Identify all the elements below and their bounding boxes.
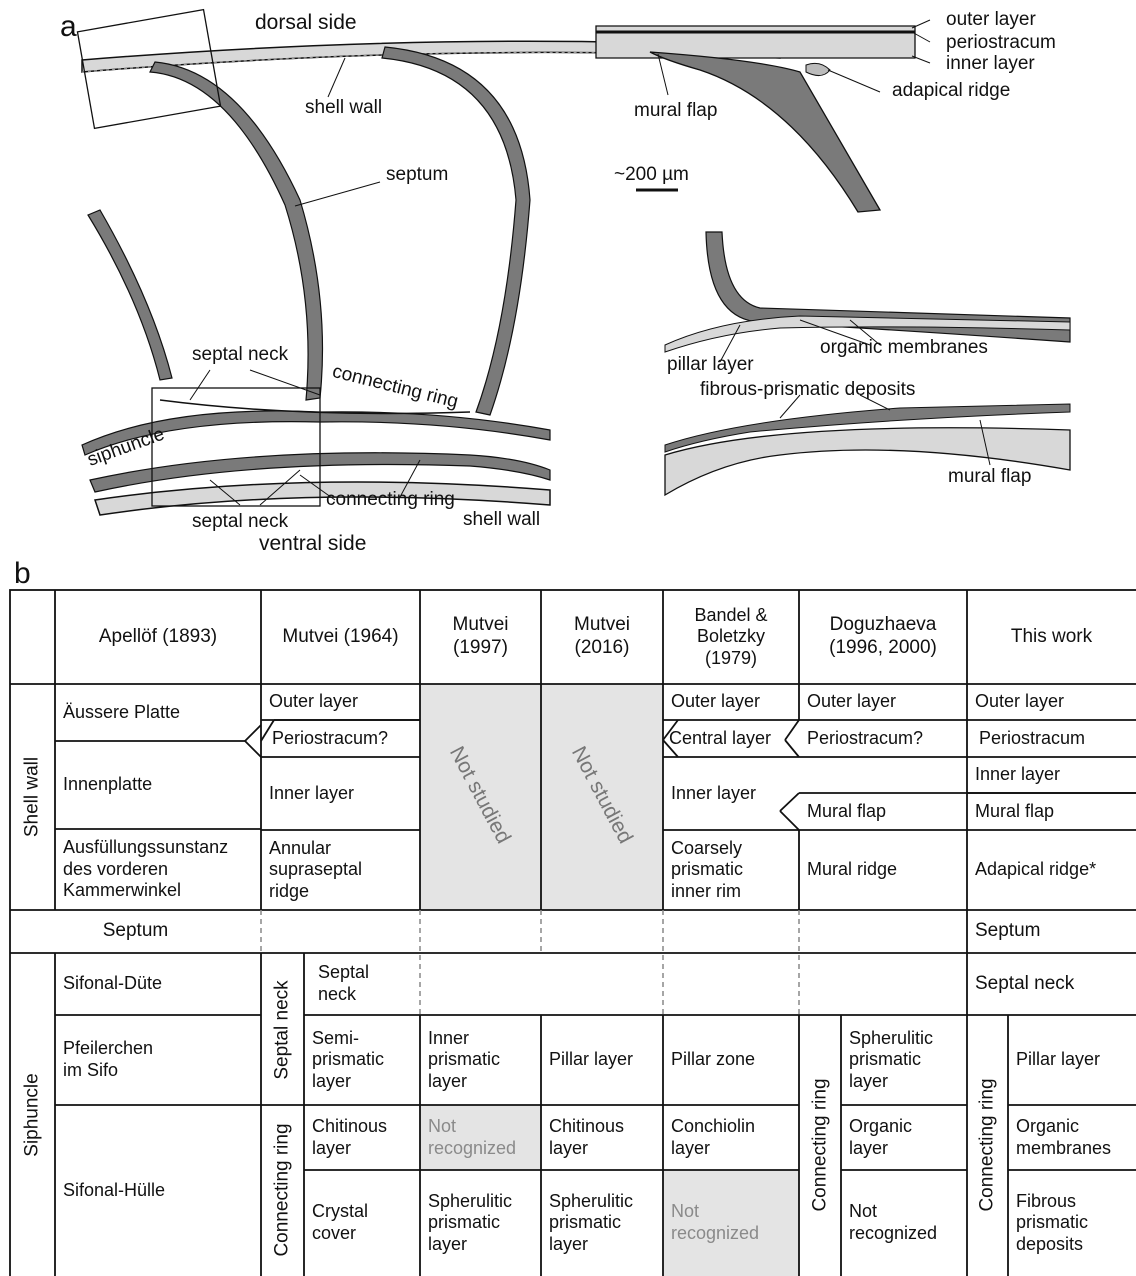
label-septal-neck-lower: septal neck xyxy=(192,512,288,531)
detail-adapical-ridge xyxy=(806,63,830,75)
cell-bb-pillar: Pillar zone xyxy=(663,1015,799,1105)
cell-tw-mural: Mural flap xyxy=(967,793,1136,830)
detail-septum xyxy=(650,52,880,212)
cell-ap-pfeil: Pfeilerchen im Sifo xyxy=(55,1015,261,1105)
cell-bb-inner: Inner layer xyxy=(663,757,783,830)
label-connecting-ring-lower: connecting ring xyxy=(326,490,455,509)
cell-bb-outer: Outer layer xyxy=(663,684,799,720)
cell-dg-outer: Outer layer xyxy=(799,684,967,720)
cell-ap-aussere: Äussere Platte xyxy=(55,684,245,741)
cell-dg-ridge: Mural ridge xyxy=(799,830,967,910)
label-inner-layer: inner layer xyxy=(946,54,1035,73)
label-septum: septum xyxy=(386,165,448,184)
cell-tw-pillar: Pillar layer xyxy=(1008,1015,1136,1105)
cell-m64-inner: Inner layer xyxy=(261,757,420,830)
cell-bb-notrec: Not recognized xyxy=(663,1170,799,1276)
cell-dg-mural: Mural flap xyxy=(799,793,967,830)
label-shell-wall-top: shell wall xyxy=(305,98,382,117)
label-ventral-side: ventral side xyxy=(259,533,366,554)
label-mural-flap-bottom: mural flap xyxy=(948,467,1031,486)
cell-dg-perio: Periostracum? xyxy=(799,720,967,757)
septum-right xyxy=(382,47,530,415)
cell-m64-semi: Semi- prismatic layer xyxy=(304,1015,420,1105)
cell-m64-perio: Periostracum? xyxy=(262,720,420,757)
label-shell-wall-bottom: shell wall xyxy=(463,510,540,529)
label-mural-flap-top: mural flap xyxy=(634,101,717,120)
cell-tw-septum: Septum xyxy=(967,910,1136,953)
label-periostracum: periostracum xyxy=(946,33,1056,52)
group-connecting-ring-tw: Connecting ring xyxy=(978,1078,997,1211)
group-connecting-ring-dg: Connecting ring xyxy=(811,1078,830,1211)
cell-ap-sifhulle: Sifonal-Hülle xyxy=(55,1105,261,1276)
group-shell-wall: Shell wall xyxy=(23,757,42,837)
group-siphuncle: Siphuncle xyxy=(23,1073,42,1156)
cell-m97-inner: Inner prismatic layer xyxy=(420,1015,541,1105)
cell-tw-perio: Periostracum xyxy=(967,720,1136,757)
label-dorsal-side: dorsal side xyxy=(255,12,357,33)
cell-bb-conch: Conchiolin layer xyxy=(663,1105,799,1170)
cell-dg-org: Organic layer xyxy=(841,1105,967,1170)
header-mutvei-1997: Mutvei (1997) xyxy=(420,590,541,684)
panel-letter-a: a xyxy=(60,12,77,42)
cell-ap-ausf: Ausfüllungssunstanz des vorderen Kammerw… xyxy=(55,829,261,910)
septum-left xyxy=(88,210,172,380)
cell-bb-central: Central layer xyxy=(663,720,799,757)
header-bandel-boletzky: Bandel & Boletzky (1979) xyxy=(663,590,799,684)
cell-m64-chitin: Chitinous layer xyxy=(304,1105,420,1170)
label-adapical-ridge: adapical ridge xyxy=(892,81,1010,100)
cell-m64-annular: Annular supraseptal ridge xyxy=(261,830,420,910)
cell-ap-sifdute: Sifonal-Düte xyxy=(55,953,261,1015)
cell-tw-septal-neck: Septal neck xyxy=(967,953,1136,1015)
label-septal-neck-upper: septal neck xyxy=(192,345,288,364)
group-septal-neck-m64: Septal neck xyxy=(273,980,292,1079)
cell-tw-fib: Fibrous prismatic deposits xyxy=(1008,1170,1136,1276)
cell-m16-pillar: Pillar layer xyxy=(541,1015,663,1105)
cell-m97-spher: Spherulitic prismatic layer xyxy=(420,1170,541,1276)
header-mutvei-1964: Mutvei (1964) xyxy=(261,590,420,684)
label-organic-membranes: organic membranes xyxy=(820,338,988,357)
label-pillar-layer: pillar layer xyxy=(667,355,754,374)
cell-ap-innen: Innenplatte xyxy=(55,741,261,829)
panel-b: b xyxy=(0,565,1136,1276)
cell-m97-notrec: Not recognized xyxy=(420,1105,541,1170)
group-septum: Septum xyxy=(10,910,261,953)
cell-m16-spher: Spherulitic prismatic layer xyxy=(541,1170,663,1276)
label-outer-layer: outer layer xyxy=(946,10,1036,29)
cell-bb-coarse: Coarsely prismatic inner rim xyxy=(663,830,799,910)
header-this-work: This work xyxy=(967,590,1136,684)
cell-tw-inner: Inner layer xyxy=(967,757,1136,793)
header-apellof: Apellöf (1893) xyxy=(55,590,261,684)
cell-m16-chitin: Chitinous layer xyxy=(541,1105,663,1170)
cell-dg-spher: Spherulitic prismatic layer xyxy=(841,1015,967,1105)
cell-m64-crystal: Crystal cover xyxy=(304,1170,420,1276)
header-doguzhaeva: Doguzhaeva (1996, 2000) xyxy=(799,590,967,684)
cell-m64-septal-neck: Septal neck xyxy=(304,953,420,1015)
panel-a: a dorsal side shell wall septum septal n… xyxy=(0,0,1136,565)
cell-tw-org: Organic membranes xyxy=(1008,1105,1136,1170)
cell-dg-notrec: Not recognized xyxy=(841,1170,967,1276)
label-fibrous-prismatic: fibrous-prismatic deposits xyxy=(700,380,915,399)
cell-tw-outer: Outer layer xyxy=(967,684,1136,720)
group-connecting-ring-m64: Connecting ring xyxy=(273,1123,292,1256)
header-mutvei-2016: Mutvei (2016) xyxy=(541,590,663,684)
label-scale: ~200 µm xyxy=(614,165,689,184)
cell-tw-adapical: Adapical ridge* xyxy=(967,830,1136,910)
cell-m64-outer: Outer layer xyxy=(261,684,420,720)
